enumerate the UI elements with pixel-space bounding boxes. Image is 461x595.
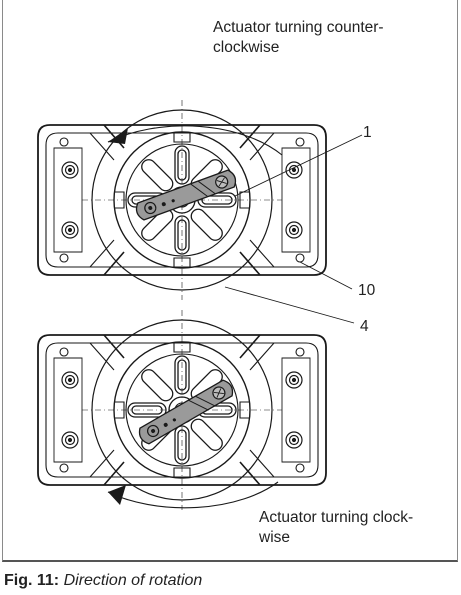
top-rotation-label: Actuator turning counter- clockwise <box>213 18 443 58</box>
callout-10: 10 <box>358 282 376 299</box>
bottom-rotation-label: Actuator turning clock- wise <box>259 508 449 548</box>
ccw-arrowhead-icon <box>108 128 128 144</box>
bottom-rotation-label-line1: Actuator turning clock- <box>259 509 414 526</box>
top-rotation-label-line1: Actuator turning counter- <box>213 19 384 36</box>
leader-line-4 <box>224 286 355 324</box>
leader-line-1 <box>234 134 363 197</box>
actuator-assembly-bottom <box>37 309 327 511</box>
top-rotation-label-line2: clockwise <box>213 39 280 56</box>
bottom-rotation-label-line2: wise <box>259 529 291 546</box>
callout-1: 1 <box>363 124 372 141</box>
cw-arrowhead-icon <box>108 485 126 505</box>
ccw-arc <box>107 125 283 156</box>
actuator-assembly-top <box>37 99 327 301</box>
caption-text: Direction of rotation <box>63 572 203 589</box>
figure-caption: Fig. 11: Direction of rotation <box>4 572 202 590</box>
callout-4: 4 <box>360 318 369 335</box>
leader-line-10 <box>299 261 353 290</box>
caption-prefix: Fig. 11: <box>4 572 60 589</box>
figure-frame <box>2 0 458 562</box>
cw-arc <box>107 481 279 509</box>
